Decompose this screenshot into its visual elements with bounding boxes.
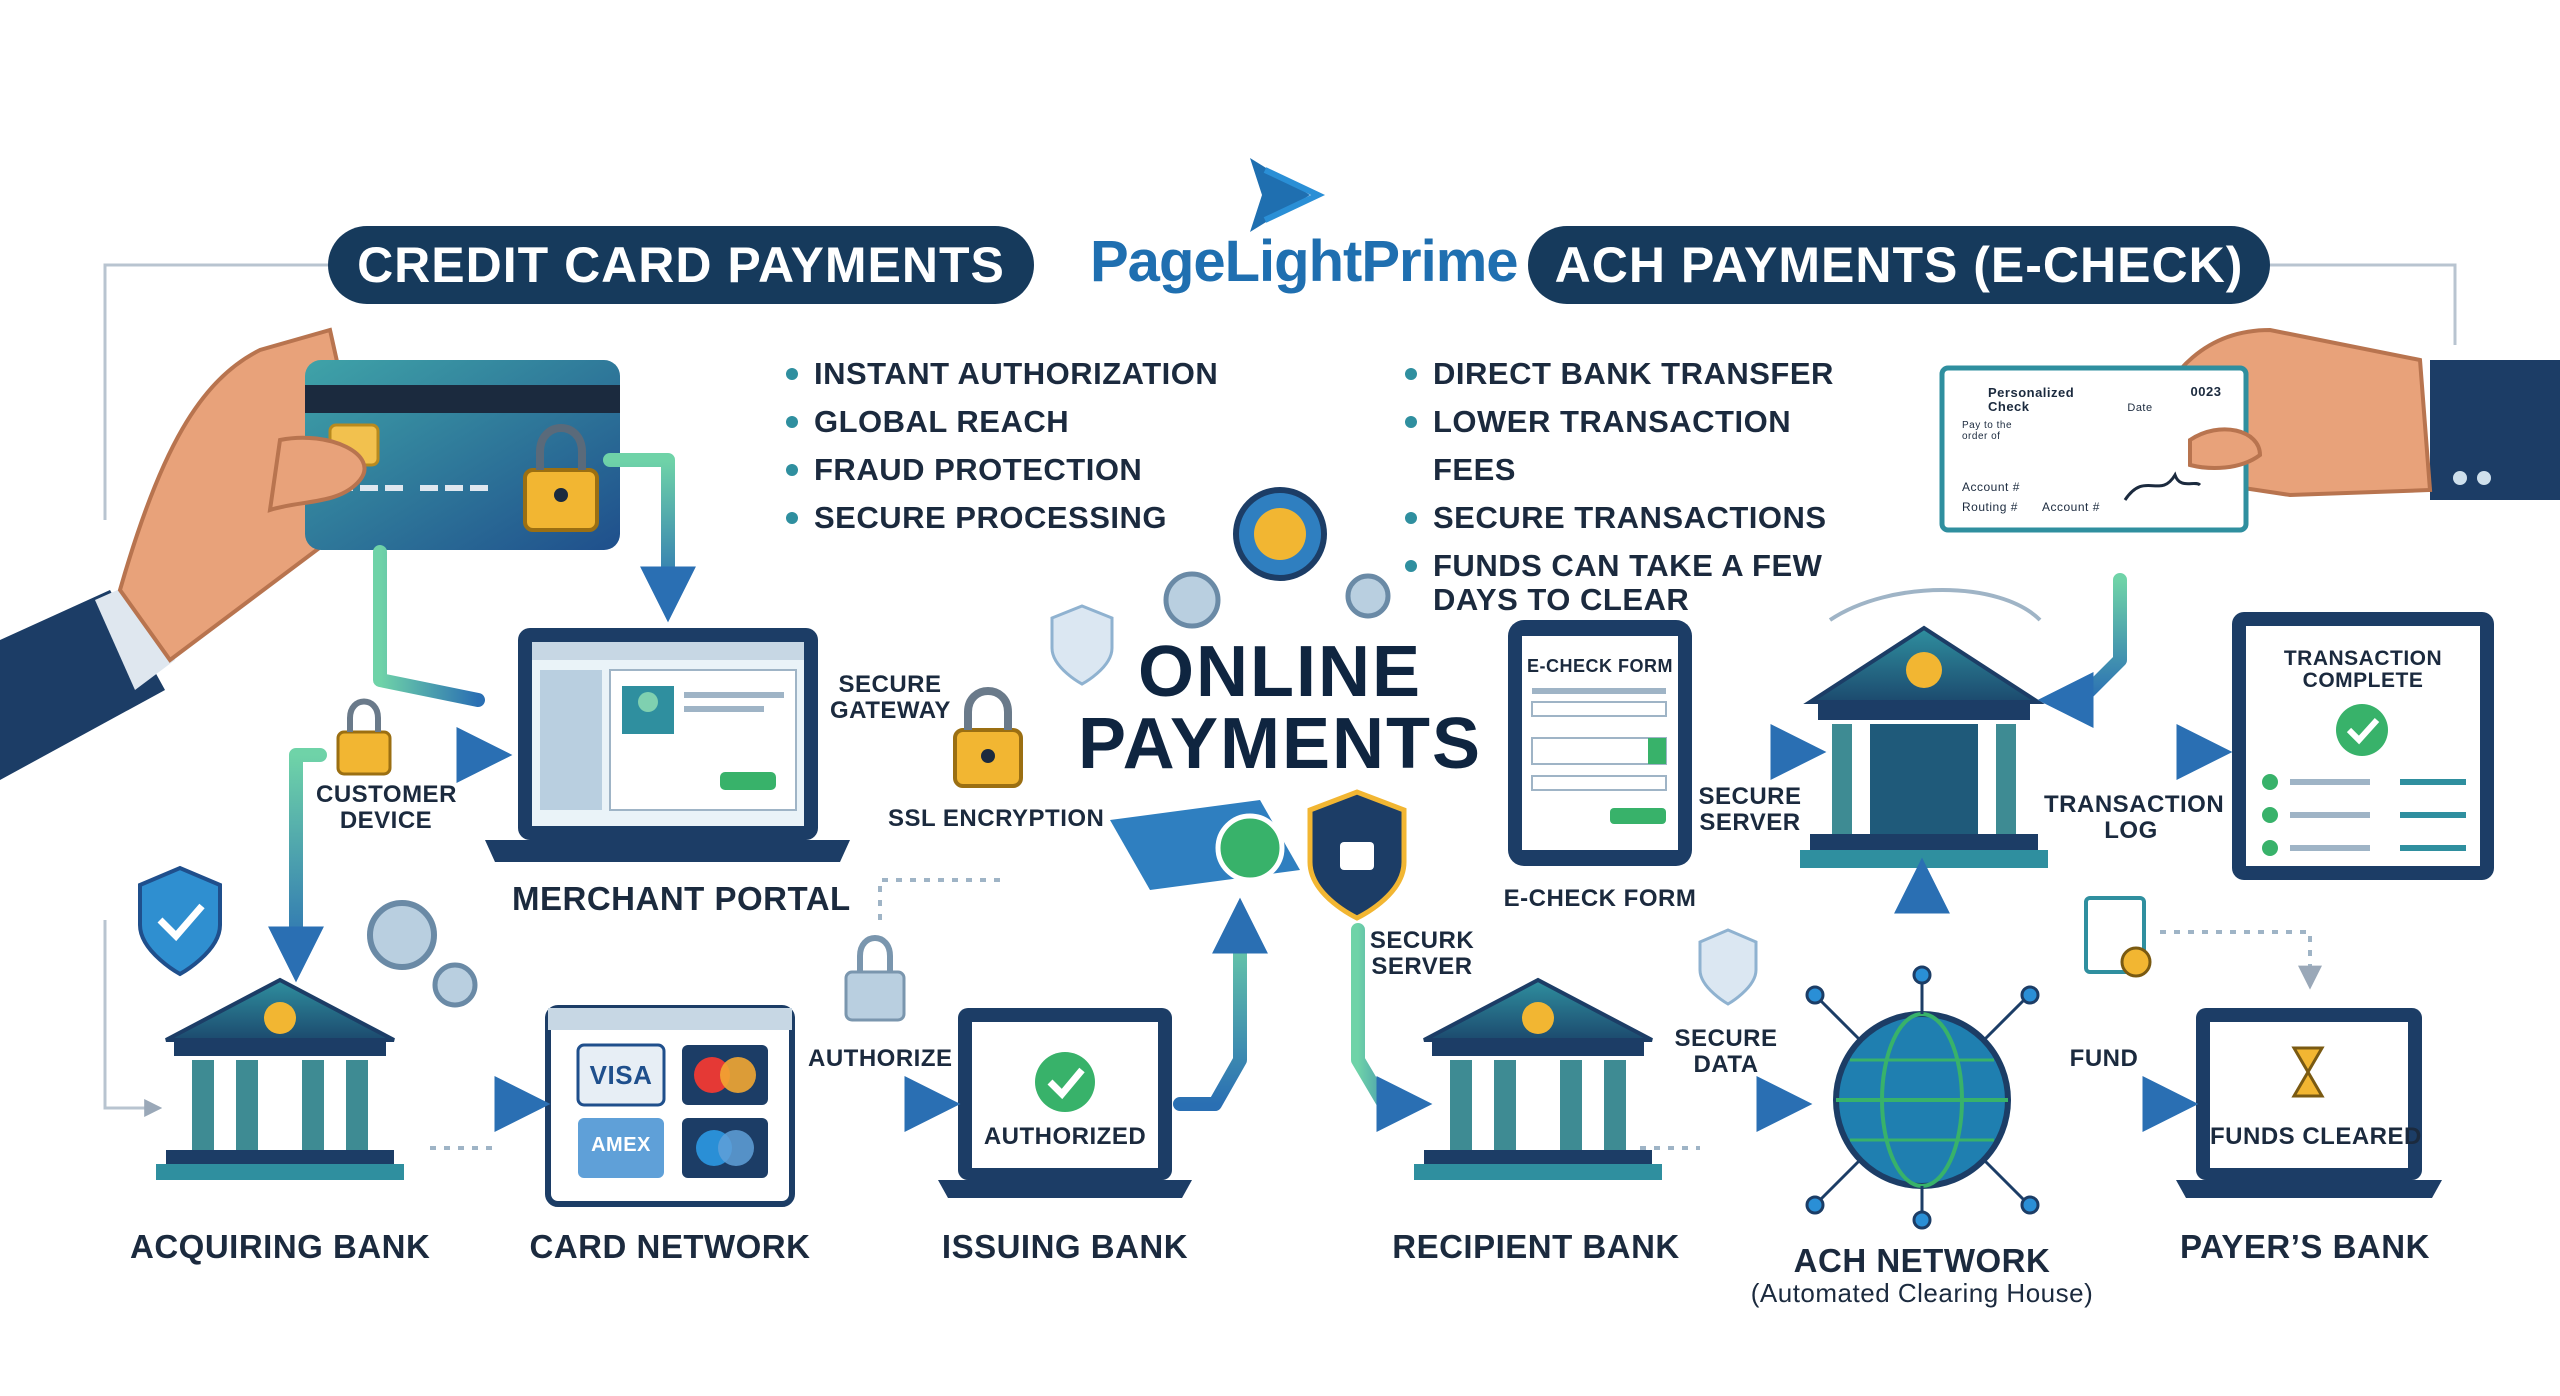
funds-cleared-label: FUNDS CLEARED — [2210, 1123, 2422, 1150]
lock-grey-icon — [844, 935, 906, 1022]
fund-label: FUND — [2069, 1045, 2139, 1072]
transaction-log-label: TRANSACTION LOG — [2044, 791, 2225, 844]
central-bank-building-icon — [1800, 625, 2048, 868]
secure-gateway-label: SECURE GATEWAY — [830, 671, 951, 724]
ach-payments-banner: ACH PAYMENTS (E-CHECK) — [1528, 226, 2270, 304]
echeck-form-label: E-CHECK FORM — [1503, 885, 1697, 912]
dotted-connectors — [430, 588, 2322, 1150]
secure-payment-icon — [1110, 789, 1407, 921]
acquiring-bank-label: ACQUIRING BANK — [130, 1228, 431, 1265]
echeck-form-tablet-icon — [1508, 620, 1692, 866]
authorize-label: AUTHORIZE — [808, 1045, 953, 1072]
secure-data-label: SECURE DATA — [1674, 1025, 1778, 1078]
transaction-complete-label: TRANSACTION COMPLETE — [2283, 647, 2443, 692]
check-account-label: Account # — [1962, 480, 2020, 494]
outer-connector-lines — [103, 263, 2457, 1117]
merchant-portal-laptop-icon — [485, 628, 850, 862]
acquiring-bank-building-icon — [156, 977, 404, 1180]
recipient-bank-building-icon — [1414, 977, 1662, 1180]
secure-server-label: SECURE SERVER — [1698, 783, 1802, 836]
check-pay-to-label: Pay to the order of — [1962, 420, 2013, 442]
payers-bank-laptop-icon — [2176, 1008, 2442, 1198]
list-item: INSTANT AUTHORIZATION — [786, 350, 1218, 398]
issuing-bank-label: ISSUING BANK — [941, 1228, 1189, 1265]
ach-network-label: ACH NETWORK — [1793, 1242, 2051, 1279]
customer-device-label: CUSTOMER DEVICE — [316, 781, 457, 834]
list-item: FUNDS CAN TAKE A FEW DAYS TO CLEAR — [1405, 542, 1875, 617]
list-item: SECURE TRANSACTIONS — [1405, 494, 1875, 542]
logo-mark — [1250, 158, 1326, 232]
shield-check-icon — [138, 865, 222, 977]
echeck-form-title: E-CHECK FORM — [1527, 656, 1673, 676]
card-network-window-icon — [545, 1005, 795, 1207]
online-payments-title: ONLINE PAYMENTS — [1070, 636, 1490, 780]
card-network-label: CARD NETWORK — [529, 1228, 811, 1265]
recipient-bank-label: RECIPIENT BANK — [1392, 1228, 1680, 1265]
credit-feature-list: INSTANT AUTHORIZATION GLOBAL REACH FRAUD… — [786, 350, 1218, 542]
flow-arrows — [268, 453, 2233, 1132]
merchant-portal-label: MERCHANT PORTAL — [512, 880, 851, 917]
ssl-encryption-label: SSL ENCRYPTION — [888, 805, 1105, 832]
list-item: LOWER TRANSACTION FEES — [1405, 398, 1875, 494]
title-line-1: ONLINE — [1137, 632, 1422, 712]
credit-card-payments-banner: CREDIT CARD PAYMENTS — [328, 226, 1034, 304]
list-item: SECURE PROCESSING — [786, 494, 1218, 542]
shield-dollar-icon — [1050, 604, 1114, 686]
brand-logo-text: PageLightPrime — [1090, 229, 1519, 294]
list-item: GLOBAL REACH — [786, 398, 1218, 446]
visa-label: VISA — [589, 1060, 653, 1090]
list-item: FRAUD PROTECTION — [786, 446, 1218, 494]
gears-icon — [367, 487, 1391, 1008]
securk-server-label: SECURK SERVER — [1369, 927, 1475, 980]
payers-bank-label: PAYER’S BANK — [2180, 1228, 2430, 1265]
check-date-label: Date — [2127, 402, 2153, 414]
transaction-complete-window-icon — [2232, 612, 2494, 880]
authorized-label: AUTHORIZED — [983, 1123, 1147, 1150]
title-line-2: PAYMENTS — [1077, 704, 1483, 784]
lock-icon — [336, 698, 392, 776]
amex-label: AMEX — [591, 1134, 651, 1156]
hand-holding-card-icon — [0, 327, 620, 780]
check-title: Personalized Check — [1988, 385, 2075, 414]
check-number: 0023 — [2190, 384, 2222, 399]
check-routing-label: Routing # — [1962, 500, 2018, 514]
check-account-label-2: Account # — [2042, 500, 2100, 514]
shield-dollar-ach-icon — [1698, 928, 1758, 1006]
certificate-icon — [2084, 896, 2152, 978]
list-item: DIRECT BANK TRANSFER — [1405, 350, 1875, 398]
issuing-bank-laptop-icon — [938, 1008, 1192, 1198]
hand-holding-check-icon — [1939, 327, 2560, 533]
ach-network-globe-icon — [1805, 965, 2040, 1230]
ach-feature-list: DIRECT BANK TRANSFER LOWER TRANSACTION F… — [1405, 350, 1875, 617]
ach-network-subtitle: (Automated Clearing House) — [1750, 1278, 2094, 1308]
ssl-lock-icon — [953, 687, 1023, 788]
